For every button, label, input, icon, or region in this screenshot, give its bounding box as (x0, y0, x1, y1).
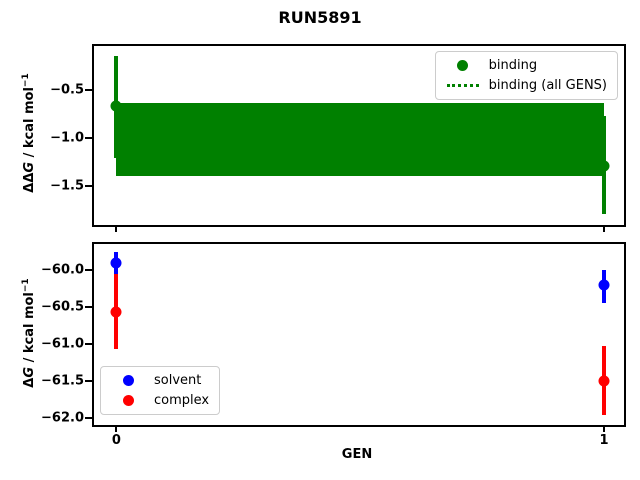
y-tick-label: −1.5 (50, 178, 84, 194)
x-axis-label: GEN (341, 447, 373, 462)
legend-entry: binding (all GENS) (446, 78, 607, 93)
ylabel-units: / kcal mol (22, 87, 38, 162)
legend-entry: binding (446, 58, 607, 73)
x-tick-mark (603, 227, 605, 232)
legend-entry: solvent (111, 373, 209, 388)
x-tick-mark (603, 427, 605, 432)
legend-marker-icon (446, 60, 480, 71)
legend-label: binding (all GENS) (488, 78, 607, 93)
y-tick-label: −61.5 (41, 373, 84, 389)
y-tick-label: −62.0 (41, 410, 84, 426)
ylabel-delta-prefix: Δ (22, 377, 38, 388)
legend-marker-icon (111, 375, 145, 386)
legend-glyph-shape (122, 375, 134, 386)
x-tick-label: 0 (111, 433, 121, 448)
bottom-plot-area (94, 244, 624, 425)
data-point-complex (598, 375, 610, 387)
legend-glyph-shape (446, 84, 479, 87)
ylabel-units: / kcal mol (22, 292, 38, 367)
ylabel-delta-prefix: ΔΔ (22, 172, 38, 193)
bottom-y-axis-label: ΔG / kcal mol−1 (21, 278, 37, 387)
y-tick-label: −61.0 (41, 336, 84, 352)
y-tick-mark (85, 343, 92, 346)
legend-label: solvent (154, 373, 202, 388)
legend-label: complex (154, 393, 210, 408)
ylabel-exponent: −1 (20, 278, 31, 293)
top-legend: binding binding (all GENS) (434, 51, 618, 100)
legend-label: binding (488, 58, 538, 73)
y-tick-label: −60.5 (41, 299, 84, 315)
legend-glyph-shape (122, 395, 134, 406)
legend-entry: complex (111, 393, 209, 408)
data-point-binding (598, 160, 610, 172)
top-plot-area (94, 46, 624, 225)
data-point-complex (110, 306, 122, 317)
top-y-axis-label: ΔΔG / kcal mol−1 (21, 73, 37, 192)
y-tick-label: −0.5 (50, 82, 84, 98)
legend-dotted-line-icon (446, 84, 480, 87)
y-tick-mark (85, 417, 92, 420)
x-tick-mark (115, 427, 118, 432)
x-tick-label: 1 (599, 433, 609, 448)
y-tick-mark (85, 136, 92, 139)
figure-title: RUN5891 (278, 8, 362, 27)
uncertainty-band-all-gens (116, 103, 604, 177)
data-point-solvent (110, 257, 122, 269)
y-tick-mark (85, 184, 92, 187)
bottom-axes: solvent complex −60.0 −60.5 −61.0 −61.5 −62.0… (41, 242, 626, 448)
bottom-legend: solvent complex (100, 366, 221, 415)
y-tick-mark (85, 89, 92, 92)
x-tick-mark (115, 227, 118, 232)
data-point-binding (110, 100, 122, 112)
y-tick-label: −60.0 (41, 262, 84, 278)
data-point-solvent (598, 279, 610, 291)
y-tick-mark (85, 380, 92, 383)
ylabel-variable: G (22, 366, 38, 378)
top-axes: binding binding (all GENS) −0.5 −1.0 −1.5 (50, 44, 626, 232)
y-tick-mark (85, 268, 92, 271)
ylabel-variable: G (22, 161, 38, 173)
legend-glyph-shape (457, 60, 469, 71)
y-tick-mark (85, 306, 92, 309)
legend-marker-icon (111, 395, 145, 406)
ylabel-exponent: −1 (20, 73, 31, 88)
y-tick-label: −1.0 (50, 130, 84, 146)
